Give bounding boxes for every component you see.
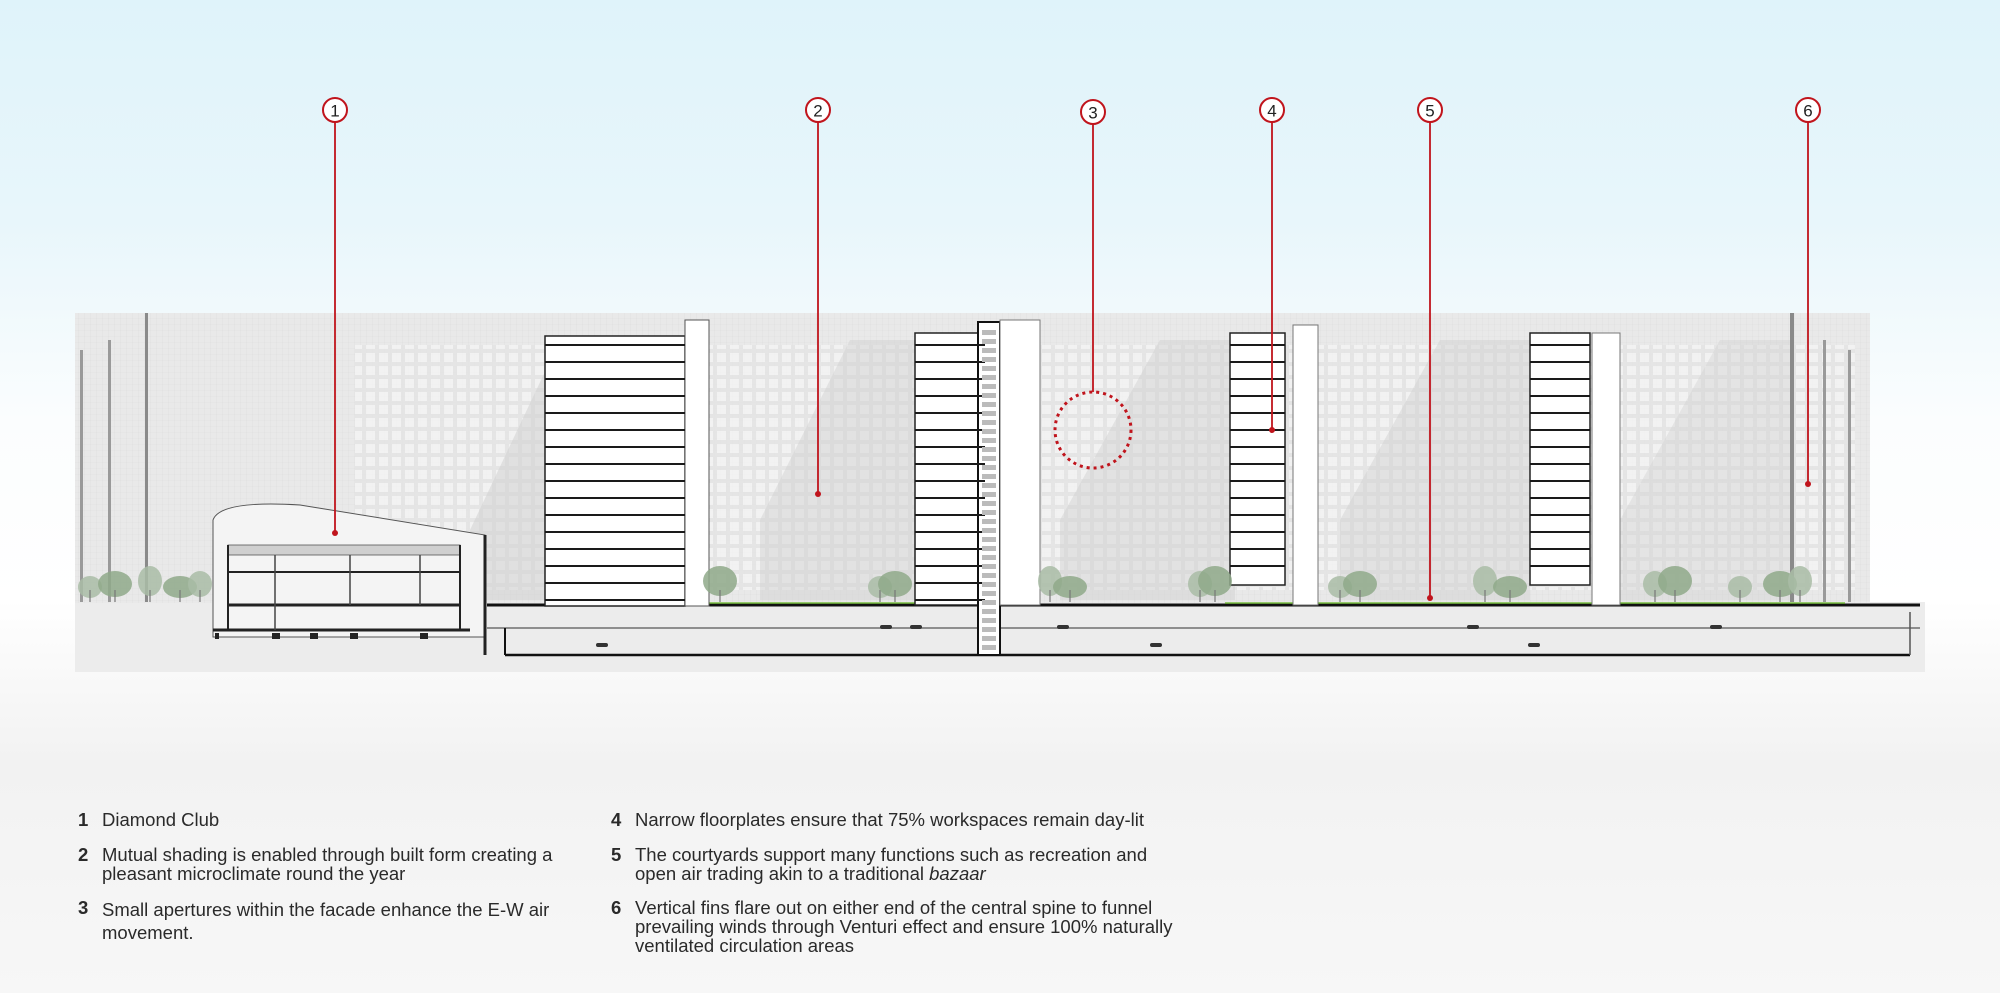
legend-number: 3 bbox=[78, 897, 89, 918]
legend-number: 4 bbox=[611, 809, 622, 830]
callout-6-number: 6 bbox=[1803, 102, 1812, 121]
callout-2-number: 2 bbox=[813, 102, 822, 121]
legend-text: Vertical fins flare out on either end of… bbox=[635, 897, 1173, 956]
legend-item-2: 2 Mutual shading is enabled through buil… bbox=[78, 845, 618, 883]
legend-item-4: 4 Narrow floorplates ensure that 75% wor… bbox=[611, 810, 1231, 829]
basement-podium bbox=[487, 602, 1920, 657]
callout-4-number: 4 bbox=[1267, 102, 1276, 121]
legend-text: Mutual shading is enabled through built … bbox=[102, 844, 553, 884]
callout-4: 4 bbox=[1259, 97, 1285, 123]
legend-item-1: 1 Diamond Club bbox=[78, 810, 618, 829]
callout-endpoints bbox=[332, 427, 1811, 601]
landscape-trees bbox=[78, 566, 1812, 602]
callout-2: 2 bbox=[805, 97, 831, 123]
legend-number: 2 bbox=[78, 844, 89, 865]
office-tower-1 bbox=[544, 319, 710, 607]
legend-text-italic: bazaar bbox=[929, 863, 986, 884]
legend-item-6: 6 Vertical fins flare out on either end … bbox=[611, 898, 1231, 955]
callout-5: 5 bbox=[1417, 97, 1443, 123]
parked-cars bbox=[596, 625, 1722, 647]
legend-item-3: 3 Small apertures within the facade enha… bbox=[78, 898, 618, 944]
central-spine bbox=[914, 319, 1041, 656]
callout-5-number: 5 bbox=[1425, 102, 1434, 121]
legend-number: 1 bbox=[78, 809, 89, 830]
legend-text-plain: The courtyards support many functions su… bbox=[635, 844, 1148, 884]
diamond-club-building bbox=[212, 503, 487, 655]
legend-text: Narrow floorplates ensure that 75% works… bbox=[635, 809, 1144, 830]
legend-text: Diamond Club bbox=[102, 809, 220, 830]
legend-item-5: 5 The courtyards support many functions … bbox=[611, 845, 1231, 883]
callout-6: 6 bbox=[1795, 97, 1821, 123]
callout-leaders bbox=[334, 122, 1809, 598]
legend-text: Small apertures within the facade enhanc… bbox=[102, 899, 550, 943]
aperture-highlight-circle bbox=[1053, 390, 1133, 470]
callout-1-number: 1 bbox=[330, 102, 339, 121]
callout-3-number: 3 bbox=[1088, 104, 1097, 123]
callout-1: 1 bbox=[322, 97, 348, 123]
callout-3: 3 bbox=[1080, 99, 1106, 125]
legend-number: 6 bbox=[611, 897, 622, 918]
legend-text: The courtyards support many functions su… bbox=[635, 845, 1147, 883]
legend-number: 5 bbox=[611, 844, 622, 865]
office-tower-3 bbox=[1229, 324, 1319, 606]
office-tower-4 bbox=[1529, 332, 1621, 606]
